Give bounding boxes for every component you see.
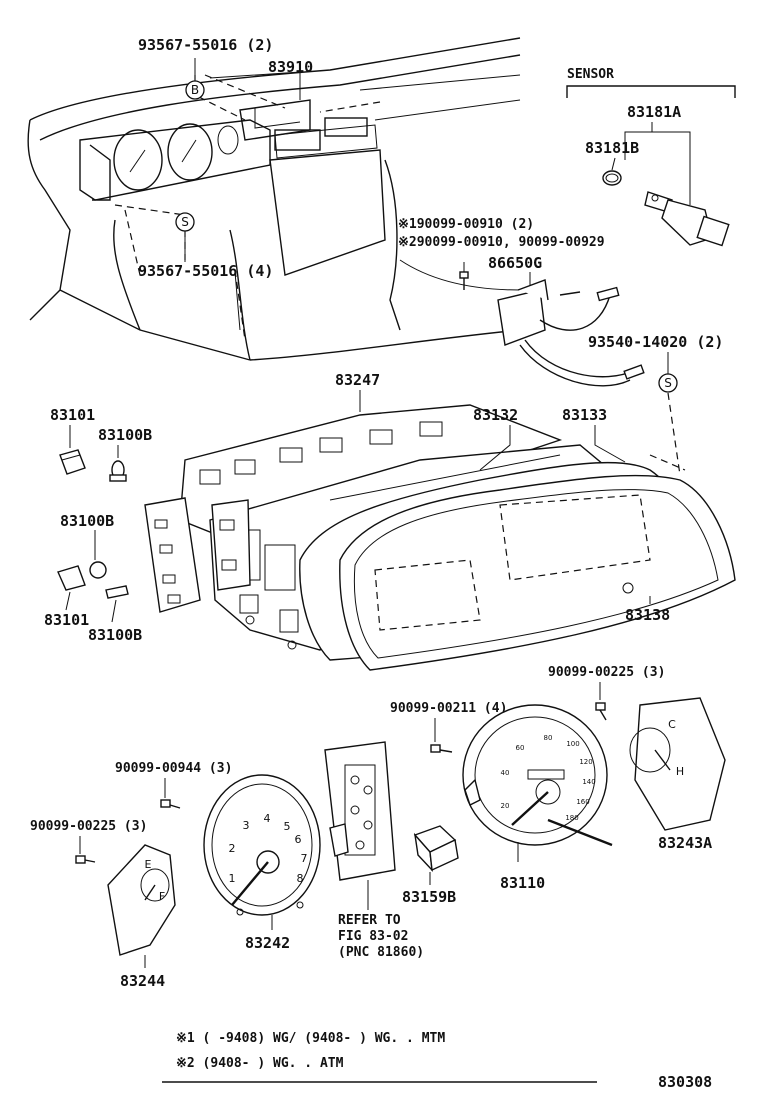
- label-83244: 83244: [120, 972, 165, 990]
- note-1: ※190099-00910 (2): [398, 217, 534, 232]
- label-83242: 83242: [245, 934, 290, 952]
- bulb-socket-top: [59, 449, 86, 475]
- refer-line-1: REFER TO: [338, 913, 401, 928]
- tach-num-1: 1: [229, 872, 236, 885]
- tach-num-7: 7: [301, 852, 308, 865]
- label-90099-00225-3-left: 90099-00225 (3): [30, 819, 147, 834]
- speedo-num-60: 60: [516, 744, 525, 752]
- speedo-num-160: 160: [576, 798, 589, 806]
- bulb-socket-mid: [57, 561, 129, 599]
- tach-num-3: 3: [243, 819, 250, 832]
- tach-num-2: 2: [229, 842, 236, 855]
- speedo-num-40: 40: [501, 769, 510, 777]
- sensor-o-ring: [602, 170, 622, 186]
- label-83101-top: 83101: [50, 406, 95, 424]
- tach-num-5: 5: [284, 820, 291, 833]
- callout-s-letter-1: S: [181, 215, 189, 229]
- fuel-letter-e: E: [145, 858, 152, 871]
- speedo-num-120: 120: [579, 758, 592, 766]
- speedo-num-180: 180: [565, 814, 578, 822]
- footer-line-2: ※2 (9408- ) WG. . ATM: [176, 1056, 344, 1071]
- label-sensor: SENSOR: [567, 67, 614, 82]
- speed-sensor: [644, 191, 730, 247]
- footer-code: 830308: [658, 1073, 712, 1091]
- dashboard-drawing: [27, 37, 521, 361]
- printed-circuit: [324, 741, 396, 881]
- label-90099-00944-3: 90099-00944 (3): [115, 761, 232, 776]
- screw-right: [595, 702, 607, 721]
- label-83100B-top: 83100B: [98, 426, 152, 444]
- module-86650G: [497, 279, 645, 387]
- screw-small-1: [459, 262, 469, 290]
- label-83910: 83910: [268, 58, 313, 76]
- part-83159B: [413, 825, 459, 873]
- label-90099-00225-3-right: 90099-00225 (3): [548, 665, 665, 680]
- fuel-letter-f: F: [159, 890, 165, 903]
- screw-mid: [430, 744, 453, 753]
- temp-letter-h: H: [676, 765, 684, 778]
- gauge-83243A: C H: [629, 697, 726, 831]
- footer-line-1: ※1 ( -9408) WG/ (9408- ) WG. . MTM: [176, 1031, 445, 1046]
- speedometer: 20 40 60 80 100 120 140 160 180: [462, 704, 613, 847]
- callout-s-letter-2: S: [664, 376, 672, 390]
- label-83159B: 83159B: [402, 888, 456, 906]
- label-83181B: 83181B: [585, 139, 639, 157]
- cluster-assembly: [144, 404, 736, 671]
- label-83101-bottom: 83101: [44, 611, 89, 629]
- note-2: ※290099-00910, 90099-00929: [398, 235, 605, 250]
- screw-left-bottom: [75, 855, 96, 864]
- refer-line-2: FIG 83-02: [338, 929, 408, 944]
- label-83138: 83138: [625, 606, 670, 624]
- label-83100B-mid: 83100B: [60, 512, 114, 530]
- callout-s-marker-1: [175, 212, 195, 232]
- screw-left-top: [160, 799, 181, 809]
- tach-num-4: 4: [264, 812, 271, 825]
- label-86650G: 86650G: [488, 254, 542, 272]
- label-83132: 83132: [473, 406, 518, 424]
- label-83110: 83110: [500, 874, 545, 892]
- label-83247: 83247: [335, 371, 380, 389]
- label-83100B-bottom: 83100B: [88, 626, 142, 644]
- refer-line-3: (PNC 81860): [338, 945, 424, 960]
- tachometer: 1 2 3 4 5 6 7 8: [203, 774, 321, 916]
- label-93567-55016-4: 93567-55016 (4): [138, 262, 273, 280]
- speedo-num-100: 100: [566, 740, 579, 748]
- bulb-top: [109, 460, 127, 482]
- label-83133: 83133: [562, 406, 607, 424]
- speedo-num-140: 140: [582, 778, 595, 786]
- label-90099-00211-4: 90099-00211 (4): [390, 701, 507, 716]
- label-83243A: 83243A: [658, 834, 712, 852]
- callout-b-letter: B: [191, 83, 199, 97]
- label-93540-14020-2: 93540-14020 (2): [588, 333, 723, 351]
- gauge-83244: E F: [107, 844, 176, 956]
- label-93567-55016-2: 93567-55016 (2): [138, 36, 273, 54]
- speedo-num-80: 80: [544, 734, 553, 742]
- tach-num-8: 8: [297, 872, 304, 885]
- speedo-num-20: 20: [501, 802, 510, 810]
- label-83181A: 83181A: [627, 103, 681, 121]
- tach-num-6: 6: [295, 833, 302, 846]
- temp-letter-c: C: [668, 718, 676, 731]
